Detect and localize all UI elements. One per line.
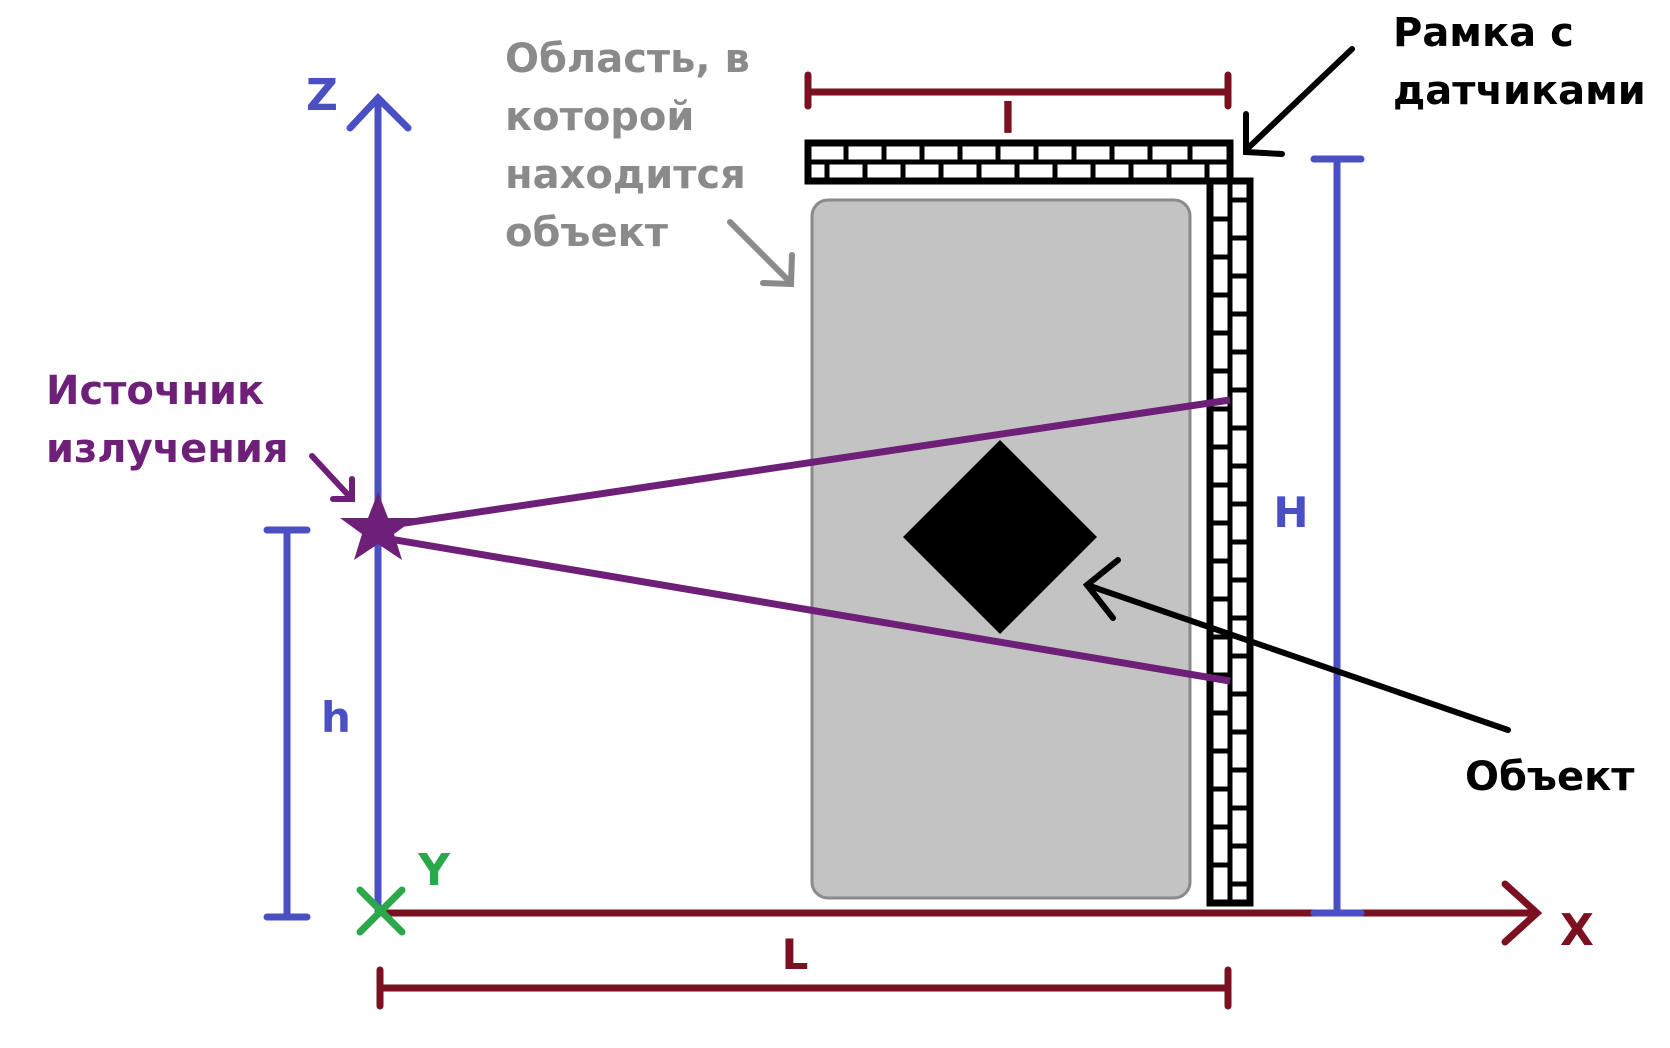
x-axis-label: X	[1560, 905, 1594, 956]
ray-upper	[377, 396, 1231, 531]
source-label-line-1: Источник	[46, 368, 264, 414]
frame-label-line-1: Рамка с	[1393, 10, 1574, 56]
object-label: Объект	[1465, 754, 1635, 800]
z-axis-label: Z	[306, 70, 338, 121]
region-callout-arrow	[727, 219, 795, 288]
dimension-l	[804, 71, 1232, 110]
dimension-h	[263, 526, 311, 921]
dimension-H	[1310, 155, 1365, 917]
region-callout-arrow-icon	[760, 252, 795, 288]
y-axis-label: Y	[417, 845, 451, 896]
cross-icon	[356, 886, 406, 936]
frame-label: Рамка с датчиками	[1393, 10, 1646, 114]
frame-callout-arrow	[1243, 46, 1355, 157]
frame-label-line-2: датчиками	[1393, 68, 1646, 114]
source-callout-arrow-icon	[330, 476, 355, 502]
dimension-L	[376, 966, 1232, 1010]
dimension-H-label: H	[1273, 488, 1308, 537]
x-axis-arrow-icon	[1501, 880, 1543, 946]
region-label-line-1: Область, в	[505, 36, 750, 82]
sensor-frame-top-cells	[824, 143, 1210, 181]
region-label-line-4: объект	[505, 210, 669, 256]
source-label-line-2: излучения	[46, 426, 289, 472]
region-label-line-2: которой	[505, 94, 694, 140]
star-icon	[340, 492, 416, 560]
source-label: Источник излучения	[46, 368, 289, 472]
dimension-L-label: L	[782, 930, 809, 979]
dimension-l-label: l	[1001, 94, 1015, 143]
region-label-line-3: находится	[505, 152, 746, 198]
object-callout-arrow-icon	[1082, 557, 1121, 621]
region-label: Область, в которой находится объект	[505, 36, 750, 256]
ray-lower	[377, 533, 1231, 685]
z-axis-arrow-icon	[346, 92, 412, 132]
frame-callout-arrow-icon	[1243, 111, 1285, 157]
source-callout-arrow	[309, 453, 355, 502]
sensor-frame	[804, 139, 1254, 907]
object-callout-arrow	[1082, 557, 1511, 733]
sensor-frame-side-cells	[1210, 197, 1250, 887]
dimension-h-label: h	[321, 693, 351, 742]
object-diamond	[903, 440, 1097, 634]
